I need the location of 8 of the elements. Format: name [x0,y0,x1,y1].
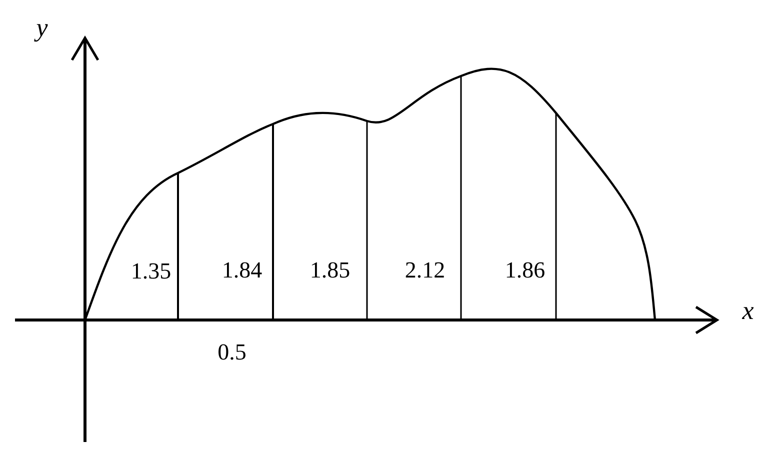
value-label: 1.84 [222,258,262,282]
axis-label: x [742,298,754,324]
axis-label: y [36,15,48,41]
value-label: 1.35 [130,260,172,282]
value-label: 1.85 [310,258,350,282]
value-label: 2.12 [404,258,446,282]
value-label: 1.86 [504,258,546,282]
tick-label: 0.5 [218,340,246,364]
